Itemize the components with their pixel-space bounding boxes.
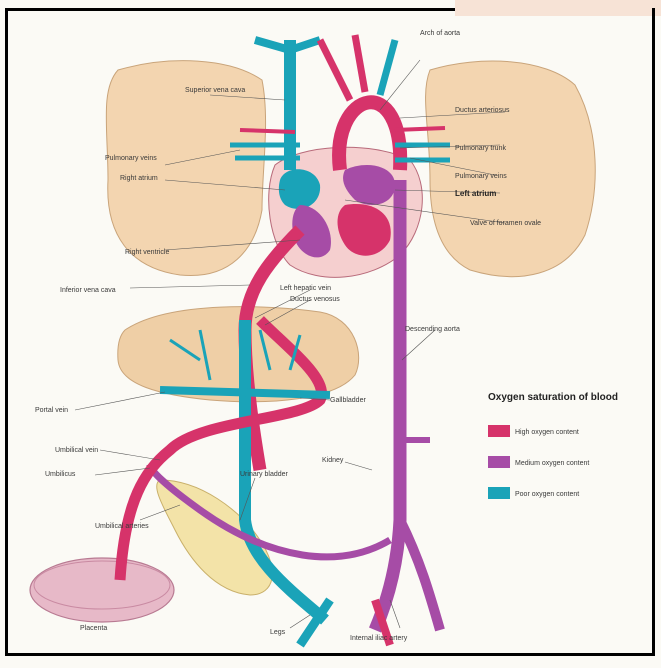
label-arch-of-aorta: Arch of aorta <box>420 30 460 37</box>
label-pulmonary-trunk: Pulmonary trunk <box>455 145 506 152</box>
aorta-branch-2 <box>355 35 365 92</box>
legend-label-high: High oxygen content <box>515 429 579 436</box>
label-pulmonary-veins-right: Pulmonary veins <box>105 155 157 162</box>
label-gallbladder: Gallbladder <box>330 397 366 404</box>
label-right-ventricle: Right ventricle <box>125 249 169 256</box>
aorta-branch-3 <box>380 40 395 95</box>
leader-descending-aorta <box>402 330 435 360</box>
label-descending-aorta: Descending aorta <box>405 326 460 333</box>
aorta-right-leg <box>400 520 440 630</box>
label-umbilical-arteries: Umbilical arteries <box>95 523 149 530</box>
leader-kidney <box>345 462 372 470</box>
portal-vein <box>160 390 330 395</box>
label-pulmonary-veins-left: Pulmonary veins <box>455 173 507 180</box>
label-kidney: Kidney <box>322 457 344 464</box>
pulmonary-veins-left <box>395 128 445 130</box>
label-valve-foramen-ovale: Valve of foramen ovale <box>470 220 541 227</box>
legend-swatch-high <box>488 425 510 437</box>
label-ductus-venosus: Ductus venosus <box>290 296 340 303</box>
label-ductus-arteriosus: Ductus arteriosus <box>455 107 510 114</box>
leader-legs <box>290 615 310 628</box>
label-right-atrium: Right atrium <box>120 175 158 182</box>
leader-internal-iliac <box>390 600 400 628</box>
legend-swatch-medium <box>488 456 510 468</box>
label-placenta: Placenta <box>80 625 107 632</box>
pulmonary-veins-right <box>240 130 295 132</box>
legend-title: Oxygen saturation of blood <box>488 392 618 403</box>
leader-ivc <box>130 285 250 288</box>
label-umbilical-vein: Umbilical vein <box>55 447 98 454</box>
legend-swatch-poor <box>488 487 510 499</box>
label-left-atrium: Left atrium <box>455 189 496 198</box>
label-inferior-vena-cava: Inferior vena cava <box>60 287 116 294</box>
label-umbilicus: Umbilicus <box>45 471 76 478</box>
label-superior-vena-cava: Superior vena cava <box>185 87 245 94</box>
leader-portal <box>75 392 165 410</box>
placenta <box>30 558 174 622</box>
label-legs: Legs <box>270 629 286 636</box>
label-urinary-bladder: Urinary bladder <box>240 471 289 478</box>
label-portal-vein: Portal vein <box>35 407 68 414</box>
label-left-hepatic-vein: Left hepatic vein <box>280 285 331 292</box>
left-lung <box>426 61 596 277</box>
legend-label-poor: Poor oxygen content <box>515 491 579 498</box>
label-internal-iliac-artery: Internal iliac artery <box>350 635 408 642</box>
legend-label-medium: Medium oxygen content <box>515 460 589 467</box>
leader-umb-vein <box>100 450 160 460</box>
aorta-branch-1 <box>320 40 350 100</box>
